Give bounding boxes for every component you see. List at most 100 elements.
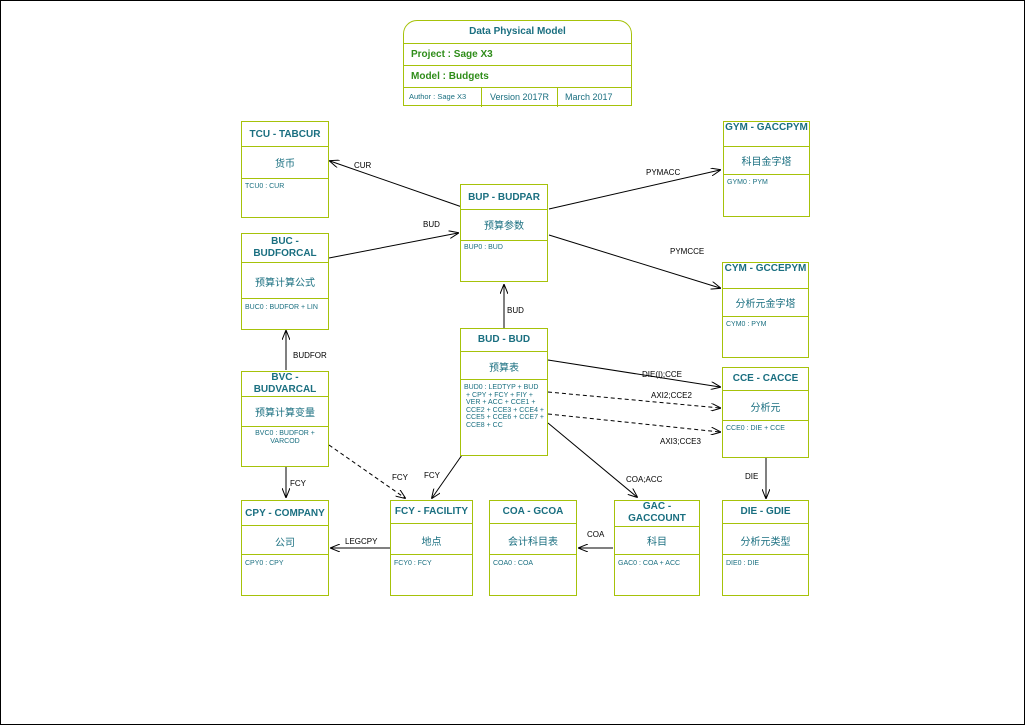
entity-gym[interactable]: GYM - GACCPYM 科目金字塔 GYM0 : PYM (723, 121, 810, 217)
title-meta-row: Author : Sage X3 Version 2017R March 201… (404, 87, 631, 107)
label-cur: CUR (354, 161, 372, 170)
entity-divider (490, 554, 576, 555)
entity-divider (242, 554, 328, 555)
entity-divider (615, 554, 699, 555)
label-legcpy: LEGCPY (345, 537, 378, 546)
link-bvc-fcy (328, 444, 405, 498)
entity-key: DIE0 : DIE (726, 560, 760, 567)
entity-title: GYM - GACCPYM (725, 122, 808, 133)
label-budfor: BUDFOR (293, 351, 327, 360)
entity-title: TCU - TABCUR (249, 129, 321, 140)
entity-divider (461, 209, 547, 210)
entity-title: CCE - CACCE (732, 373, 799, 384)
label-coa: COA (587, 530, 605, 539)
label-bud-bud: BUD (507, 306, 524, 315)
entity-title: BUC - BUDFORCAL (253, 236, 317, 259)
entity-key: BUP0 : BUD (464, 244, 503, 251)
entity-divider (615, 526, 699, 527)
entity-key: CCE0 : DIE + CCE (726, 425, 785, 432)
version-label: Version 2017R (490, 92, 550, 102)
entity-die[interactable]: DIE - GDIE 分析元类型 DIE0 : DIE (722, 500, 809, 596)
entity-key: FCY0 : FCY (394, 560, 432, 567)
label-axi2: AXI2;CCE2 (651, 391, 692, 400)
entity-divider (461, 240, 547, 241)
entity-divider (461, 379, 547, 380)
entity-key: COA0 : COA (493, 560, 534, 567)
entity-gac[interactable]: GAC - GACCOUNT 科目 GAC0 : COA + ACC (614, 500, 700, 596)
entity-name: 预算参数 (484, 221, 524, 232)
diagram-title: Data Physical Model (469, 26, 566, 37)
label-axi3: AXI3;CCE3 (660, 437, 701, 446)
entity-divider (391, 523, 472, 524)
entity-title: COA - GCOA (502, 506, 564, 517)
label-fcy-bud: FCY (424, 471, 441, 480)
link-bud-cce-axi3 (547, 413, 720, 432)
link-bud-cce-axi2 (547, 391, 720, 408)
label-pymacc: PYMACC (646, 168, 680, 177)
entity-title: FCY - FACILITY (394, 506, 469, 517)
link-bup-cym (548, 234, 720, 288)
entity-title: BUP - BUDPAR (468, 192, 540, 203)
entity-title: GAC - GACCOUNT (628, 501, 686, 524)
label-fcy-bvc: FCY (392, 473, 409, 482)
entity-name: 货币 (275, 159, 295, 170)
entity-divider (242, 262, 328, 263)
entity-divider (242, 525, 328, 526)
entity-name: 地点 (421, 537, 442, 548)
entity-title: CYM - GCCEPYM (724, 263, 807, 274)
entity-divider (723, 390, 808, 391)
entity-divider (723, 288, 808, 289)
entity-key: GYM0 : PYM (727, 179, 768, 186)
entity-divider (723, 420, 808, 421)
entity-cym[interactable]: CYM - GCCEPYM 分析元金字塔 CYM0 : PYM (722, 262, 809, 358)
entity-title: CPY - COMPANY (245, 508, 325, 519)
date-label: March 2017 (565, 92, 613, 102)
entity-divider (723, 316, 808, 317)
entity-bup[interactable]: BUP - BUDPAR 预算参数 BUP0 : BUD (460, 184, 548, 282)
entity-key: TCU0 : CUR (245, 183, 285, 190)
entity-name: 会计科目表 (508, 537, 558, 548)
entity-key: CPY0 : CPY (245, 560, 284, 567)
label-pymcce: PYMCCE (670, 247, 704, 256)
entity-coa[interactable]: COA - GCOA 会计科目表 COA0 : COA (489, 500, 577, 596)
label-die-cce: DIE(I);CCE (642, 370, 682, 379)
link-bup-tcu (330, 161, 463, 208)
entity-name: 分析元金字塔 (735, 299, 796, 310)
entity-divider (242, 298, 328, 299)
entity-buc[interactable]: BUC - BUDFORCAL 预算计算公式 BUC0 : BUDFOR + L… (241, 233, 329, 330)
entity-divider (461, 351, 547, 352)
entity-fcy[interactable]: FCY - FACILITY 地点 FCY0 : FCY (390, 500, 473, 596)
entity-title: DIE - GDIE (740, 506, 791, 517)
entity-bvc[interactable]: BVC - BUDVARCAL 预算计算变量 BVC0 : BUDFOR + V… (241, 371, 329, 467)
entity-tcu[interactable]: TCU - TABCUR 货币 TCU0 : CUR (241, 121, 329, 218)
entity-key: GAC0 : COA + ACC (618, 560, 681, 567)
entity-divider (242, 426, 328, 427)
author-label: Author : Sage X3 (409, 92, 467, 101)
entity-cpy[interactable]: CPY - COMPANY 公司 CPY0 : CPY (241, 500, 329, 596)
title-block: Data Physical Model Project : Sage X3 Mo… (403, 20, 632, 107)
entity-divider (242, 146, 328, 147)
entity-divider (724, 174, 809, 175)
link-buc-bup (328, 233, 458, 259)
entity-name: 预算计算公式 (255, 278, 315, 289)
entity-name: 科目金字塔 (741, 157, 792, 168)
entity-cce[interactable]: CCE - CACCE 分析元 CCE0 : DIE + CCE (722, 367, 809, 458)
model-name: Model : Budgets (404, 65, 631, 87)
entity-name: 预算表 (489, 363, 519, 374)
label-fcy-cpy: FCY (290, 479, 307, 488)
link-bud-fcy (432, 454, 463, 498)
entity-divider (242, 396, 328, 397)
project-name: Project : Sage X3 (404, 43, 631, 65)
entity-key: CYM0 : PYM (726, 321, 767, 328)
label-coa-acc: COA;ACC (626, 475, 663, 484)
link-bud-gac (547, 422, 637, 497)
entity-divider (723, 523, 808, 524)
entity-divider (724, 146, 809, 147)
entity-divider (391, 554, 472, 555)
meta-divider (481, 88, 482, 107)
entity-title: BUD - BUD (477, 334, 531, 345)
entity-name: 分析元类型 (740, 537, 791, 548)
entity-bud[interactable]: BUD - BUD 预算表 BUD0 : LEDTYP + BUD + CPY … (460, 328, 548, 456)
entity-divider (242, 178, 328, 179)
